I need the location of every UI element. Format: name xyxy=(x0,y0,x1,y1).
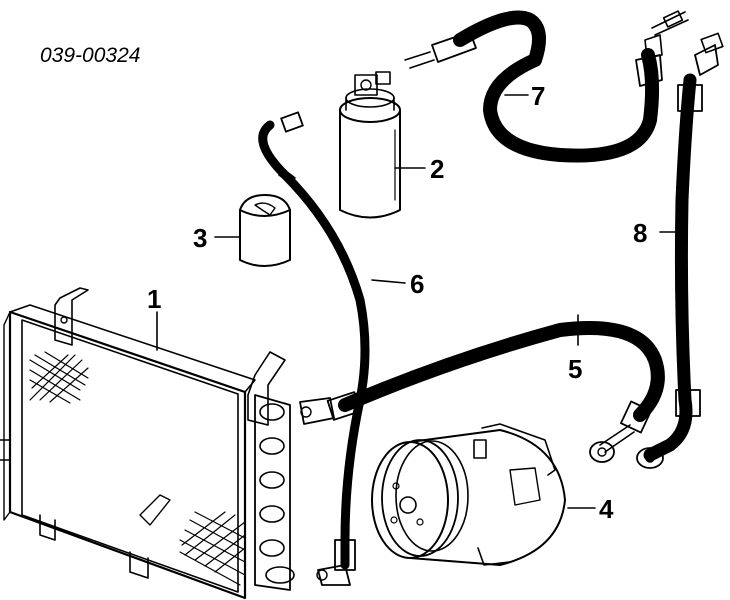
insulator xyxy=(239,194,291,267)
discharge-hose xyxy=(299,321,665,463)
callout-7: 7 xyxy=(531,81,545,111)
callout-5: 5 xyxy=(568,354,582,384)
suction-hose xyxy=(404,10,689,163)
compressor xyxy=(371,423,566,566)
diagram-code: 039-00324 xyxy=(40,44,140,67)
leader-6 xyxy=(371,279,406,284)
callout-6: 6 xyxy=(410,269,424,299)
receiver-drier xyxy=(339,71,401,219)
callout-4: 4 xyxy=(599,494,614,524)
callout-1: 1 xyxy=(147,284,161,314)
leader-lines xyxy=(156,94,686,509)
callout-2: 2 xyxy=(430,154,444,184)
callout-8: 8 xyxy=(633,218,647,248)
condenser xyxy=(0,287,295,600)
callout-3: 3 xyxy=(193,223,207,253)
pressure-line xyxy=(636,32,724,469)
liquid-line xyxy=(258,111,370,586)
